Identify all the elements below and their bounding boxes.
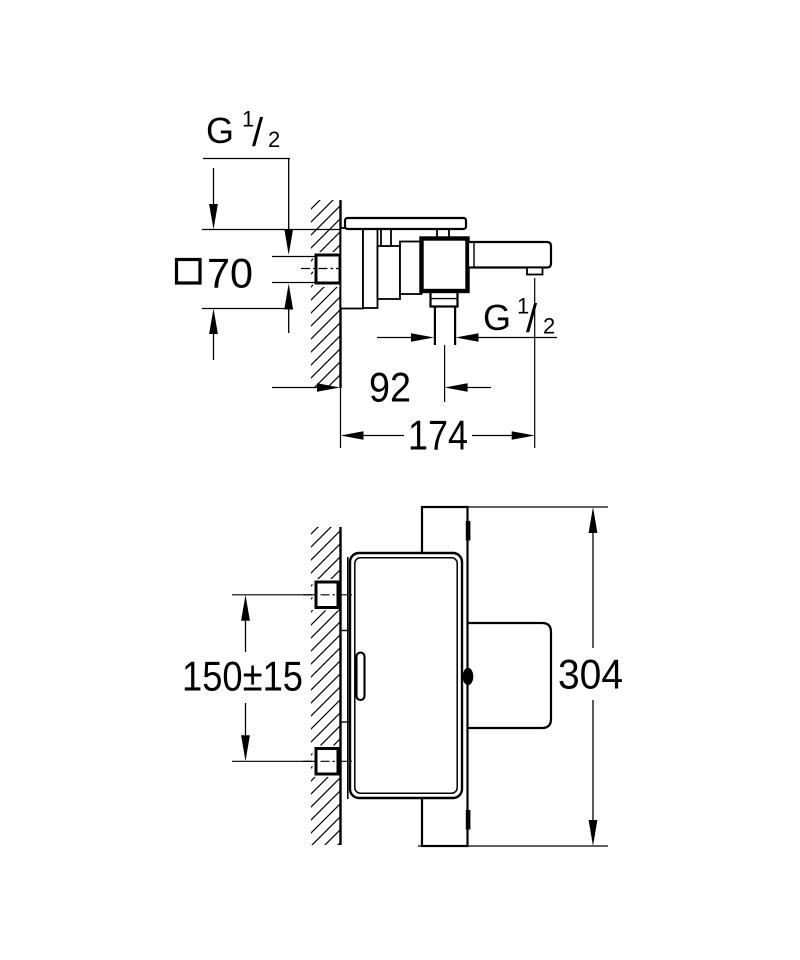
thermostat-handle-side xyxy=(419,236,470,294)
spout-block-front xyxy=(463,621,553,730)
dim304-value: 304 xyxy=(558,651,623,698)
side-view: G 1 / 2 70 G xyxy=(174,107,557,459)
clip-top xyxy=(465,521,471,541)
thread-top-numerator: 1 xyxy=(242,107,254,132)
dim150-value: 150±15 xyxy=(182,653,303,700)
dim70-arrow-down xyxy=(209,204,218,230)
thread-top-g: G xyxy=(206,110,234,151)
thread-bottom-numerator: 1 xyxy=(517,294,529,319)
wall-hatching-side xyxy=(311,200,340,388)
body-block-left xyxy=(376,245,401,300)
dim92-arrow-left xyxy=(317,383,340,392)
thread-bottom-arrow-right xyxy=(411,333,434,342)
dim150-arrow-down xyxy=(241,735,250,762)
dim150-arrow-up xyxy=(241,594,250,621)
safety-stop-button xyxy=(462,667,474,686)
body-block-middle xyxy=(399,240,423,295)
dim92-arrow-right xyxy=(444,383,468,392)
dim304-arrow-up xyxy=(588,507,598,533)
top-plate-pillar-left xyxy=(380,228,392,247)
thread-top-slash: / xyxy=(252,111,264,155)
dimension-150: 150±15 xyxy=(182,594,316,762)
thread-top-denominator: 2 xyxy=(268,127,280,152)
dim174-arrow-left xyxy=(340,431,364,440)
front-view: 150±15 304 xyxy=(182,505,623,848)
dim304-arrow-down xyxy=(588,820,598,846)
escutcheon-spacer xyxy=(362,227,379,309)
escutcheon-side xyxy=(339,227,364,310)
thread-bottom-slash: / xyxy=(526,297,538,341)
square-dimension-symbol xyxy=(174,257,202,285)
thread-label-top-text: G 1 / 2 xyxy=(206,107,280,156)
thread-top-arrow-down xyxy=(284,229,294,255)
wall-hatching-front xyxy=(311,527,340,845)
thread-bottom-g: G xyxy=(483,297,511,338)
thread-label-bottom-text: G 1 / 2 xyxy=(483,294,555,342)
body-front-outer xyxy=(348,551,464,800)
thread-bottom-arrow-left xyxy=(455,333,479,342)
dimension-70: 70 xyxy=(174,168,340,360)
thread-bottom-denominator: 2 xyxy=(543,314,555,339)
spout-nozzle xyxy=(526,266,544,276)
dim174-arrow-right xyxy=(511,431,535,440)
body-front-inner xyxy=(354,557,458,794)
dimension-174: 174 xyxy=(340,412,535,459)
dim70-value: 70 xyxy=(207,250,253,297)
dimension-92: 92 xyxy=(272,364,491,411)
dim174-value: 174 xyxy=(408,412,468,459)
spout-side xyxy=(466,240,553,269)
handle-groove-slot xyxy=(355,651,366,702)
thread-label-bottom: G 1 / 2 xyxy=(377,294,557,342)
dim70-arrow-up xyxy=(209,308,218,334)
clip-bottom xyxy=(465,810,471,830)
thread-label-top: G 1 / 2 xyxy=(203,107,316,333)
dimension-304: 304 xyxy=(418,506,623,847)
dim92-value: 92 xyxy=(369,364,411,411)
top-cover-plate xyxy=(343,216,468,231)
thread-top-arrow-up xyxy=(284,283,294,310)
